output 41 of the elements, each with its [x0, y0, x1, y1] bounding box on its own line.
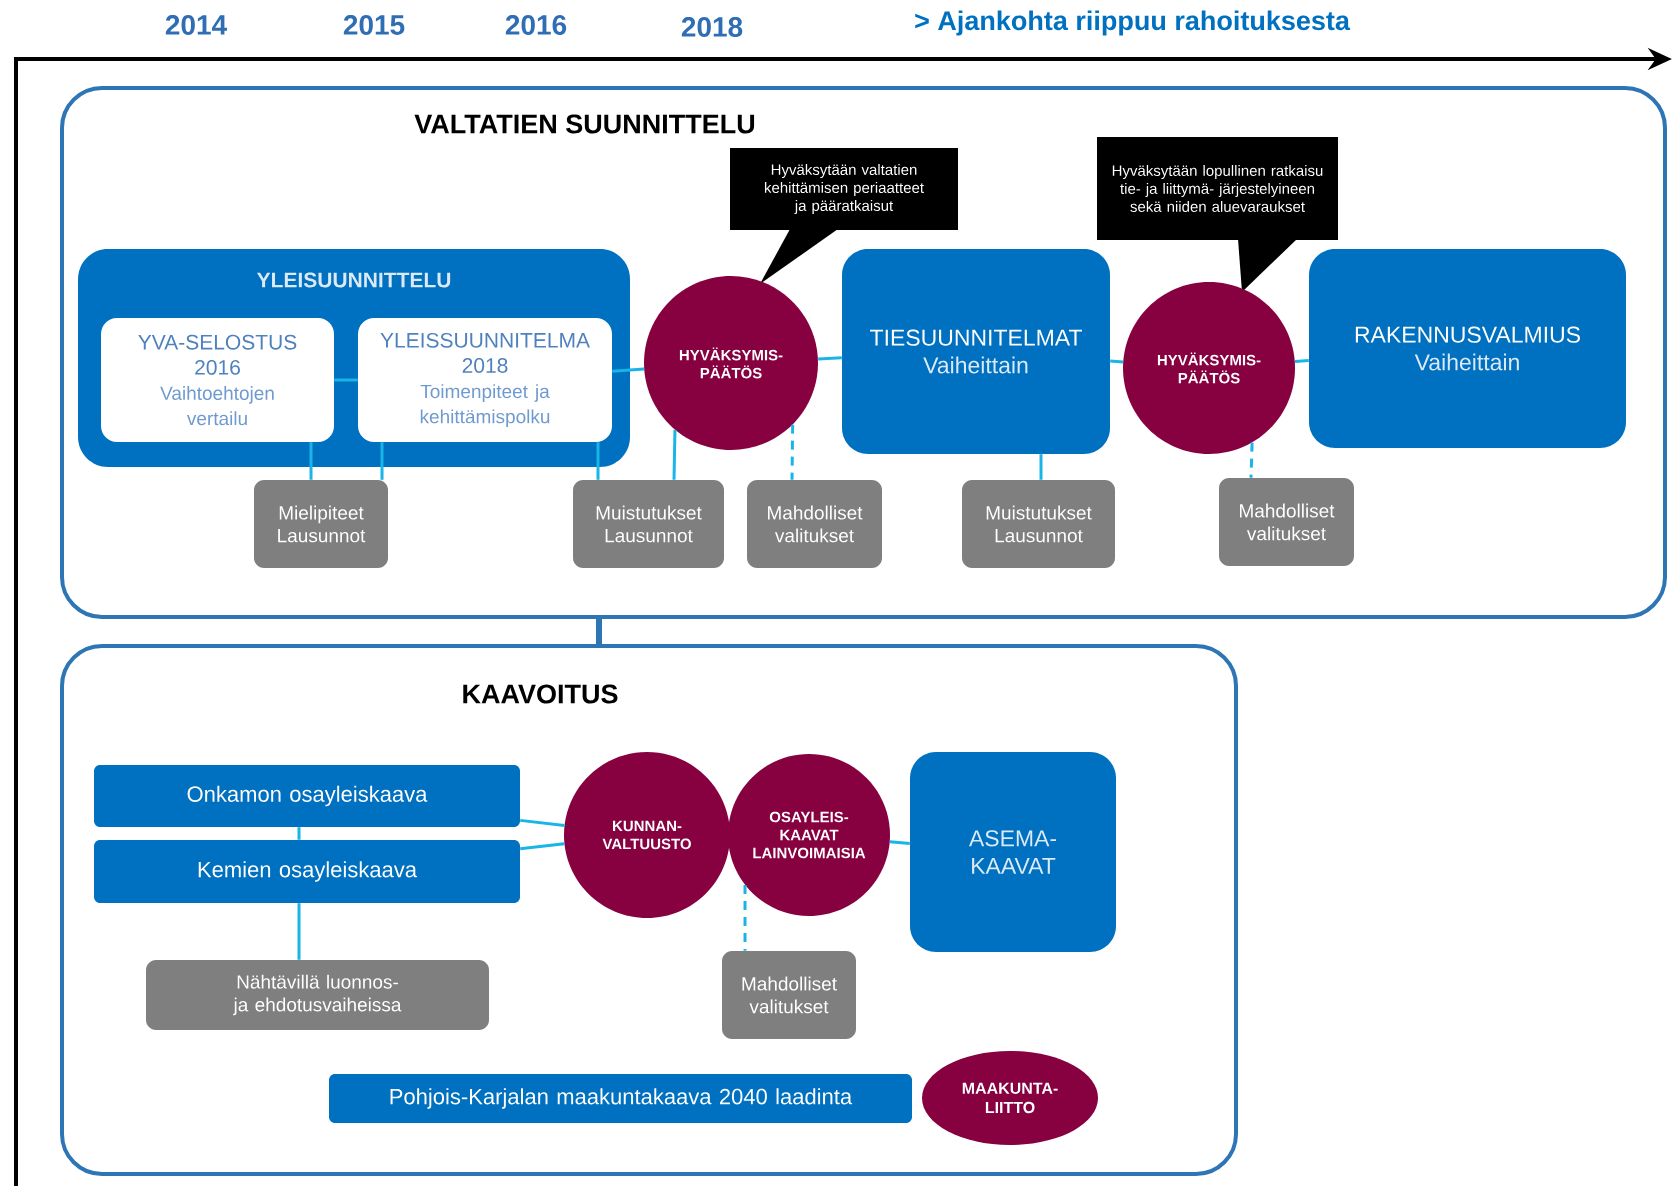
connector-line	[1039, 454, 1043, 480]
process-box: ASEMA- KAAVAT	[910, 752, 1116, 952]
year-label: 2016	[505, 15, 567, 35]
process-bar: Kemien osayleiskaava	[94, 840, 520, 903]
connector-line	[297, 827, 301, 840]
comment-box: Mahdolliset valitukset	[747, 480, 882, 568]
connector-line	[1294, 358, 1309, 363]
comment-box: Nähtävillä luonnos- ja ehdotusvaiheissa	[146, 960, 489, 1030]
comment-box: Mahdolliset valitukset	[1219, 478, 1354, 566]
year-label: 2015	[343, 15, 405, 35]
comment-box: Muistutukset Lausunnot	[573, 480, 724, 568]
connector-line	[380, 442, 384, 480]
connector-line	[1110, 359, 1124, 364]
year-label: 2014	[165, 15, 227, 35]
document-box: YVA-SELOSTUS 2016 Vaihtoehtojen vertailu	[101, 318, 334, 442]
connector-line	[520, 842, 565, 851]
process-bar: Pohjois-Karjalan maakuntakaava 2040 laadinta	[329, 1074, 912, 1123]
connector-line	[334, 378, 358, 382]
connector-line	[596, 619, 602, 644]
comment-box: Mielipiteet Lausunnot	[254, 480, 388, 568]
comment-box: Mahdolliset valitukset	[722, 951, 856, 1039]
connector-line	[612, 367, 645, 373]
connector-line	[790, 424, 795, 480]
note-label: > Ajankohta riippuu rahoituksesta	[915, 10, 1351, 36]
connector-line	[596, 442, 600, 480]
process-bar: Onkamon osayleiskaava	[94, 765, 520, 827]
process-box: TIESUUNNITELMAT Vaiheittain	[842, 249, 1110, 454]
connector-line	[309, 442, 313, 480]
speech-bubble: Hyväksytään lopullinen ratkaisu tie- ja liittymä- järjestelyineen sekä niiden aluevaraukset	[1097, 137, 1338, 292]
year-label: 2018	[681, 17, 743, 37]
document-box: YLEISSUUNNITELMA 2018 Toimenpiteet ja kehittämispolku	[358, 318, 612, 442]
process-box: RAKENNUSVALMIUS Vaiheittain	[1309, 249, 1626, 448]
connector-line	[818, 356, 842, 361]
connector-line	[672, 429, 677, 480]
comment-box: Muistutukset Lausunnot	[962, 480, 1115, 568]
connector-line	[1249, 442, 1254, 478]
connector-line	[520, 818, 565, 827]
connector-line	[297, 903, 301, 960]
connector-line	[889, 840, 910, 845]
connector-line	[743, 885, 747, 951]
speech-bubble: Hyväksytään valtatien kehittämisen periaatteet ja pääratkaisut	[730, 148, 958, 284]
